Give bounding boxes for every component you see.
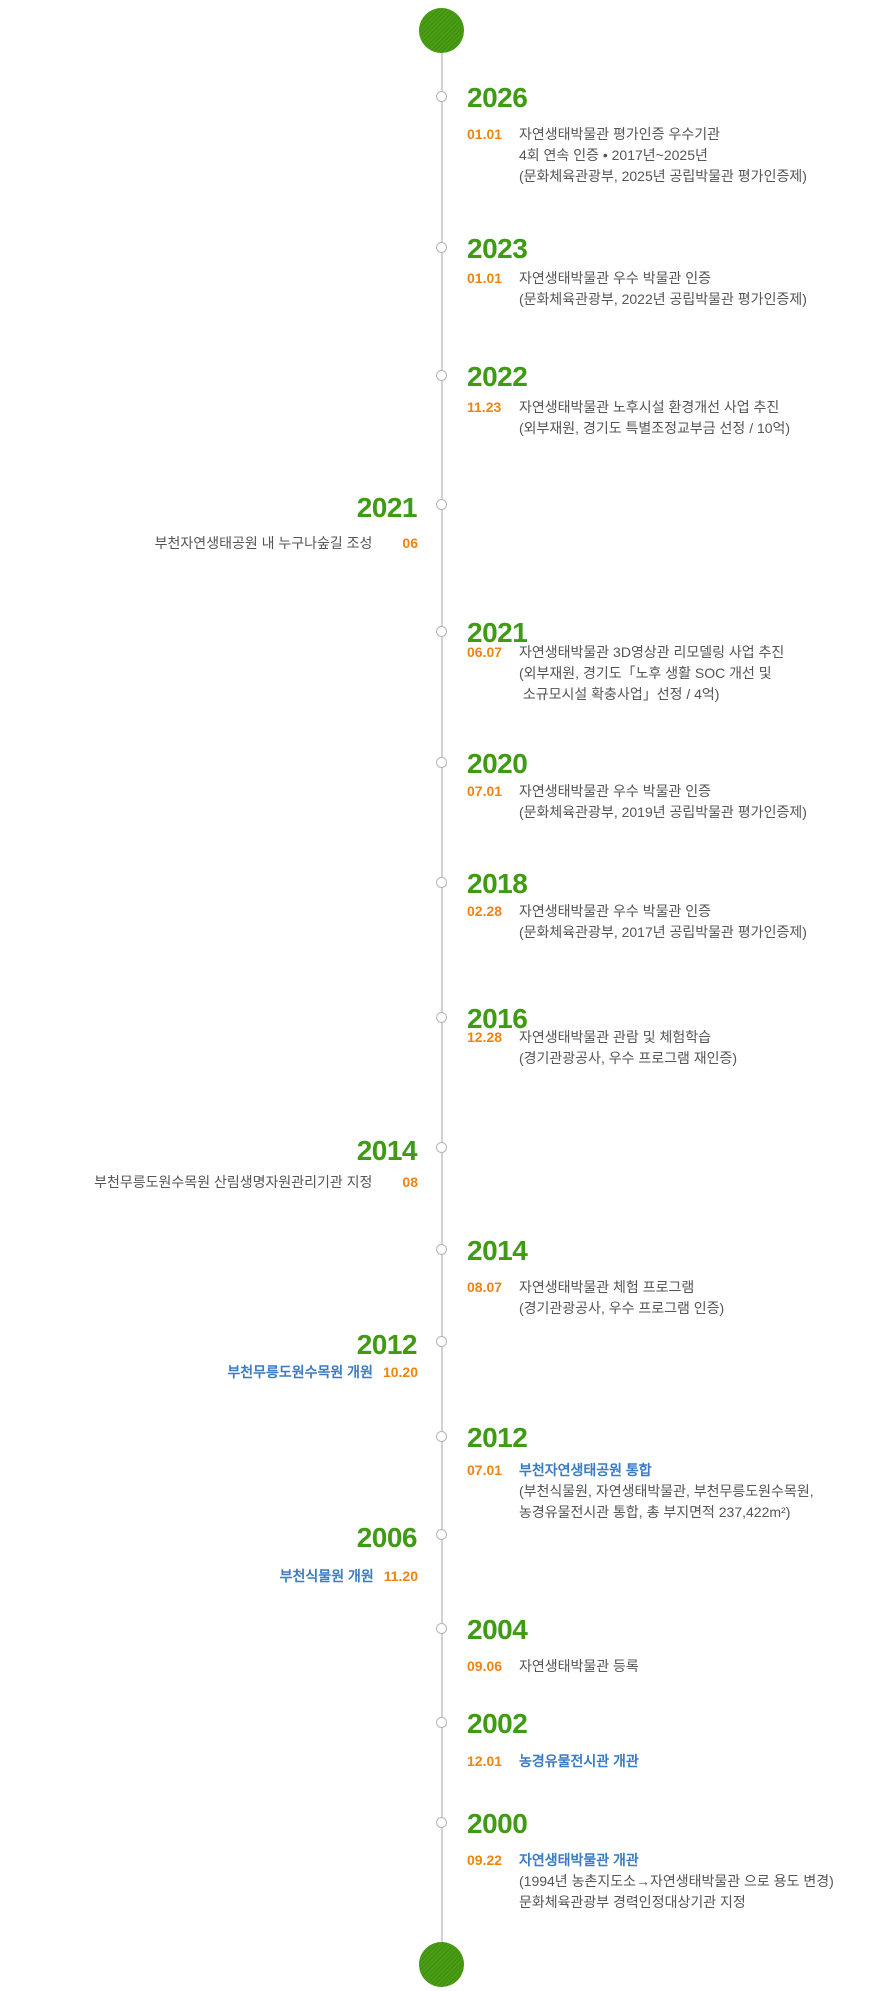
year-label: 2004: [467, 1614, 528, 1645]
timeline-node-icon: [436, 1817, 447, 1828]
timeline-node-icon: [436, 370, 447, 381]
timeline-entry: 11.23 자연생태박물관 노후시설 환경개선 사업 추진 (외부재원, 경기도…: [467, 397, 790, 439]
entry-date: 08: [402, 1174, 418, 1190]
timeline-entry: 08.07 자연생태박물관 체험 프로그램 (경기관광공사, 우수 프로그램 인…: [467, 1277, 724, 1319]
year-label: 2026: [467, 82, 528, 113]
entry-text: 자연생태박물관 노후시설 환경개선 사업 추진 (외부재원, 경기도 특별조정교…: [519, 399, 791, 436]
entry-date: 10.20: [382, 1364, 418, 1380]
timeline-node-icon: [436, 1336, 447, 1347]
timeline-entry: 07.01 부천자연생태공원 통합 (부천식물원, 자연생태박물관, 부천무릉도…: [467, 1460, 814, 1523]
year-label: 2021: [467, 617, 528, 648]
timeline-node-icon: [436, 242, 447, 253]
timeline-entry-left: 부천무릉도원수목원 산림생명자원관리기관 지정 08: [94, 1172, 418, 1193]
year-label: 2018: [467, 868, 528, 899]
entry-date: 06.07: [467, 644, 503, 660]
entry-text: 자연생태박물관 우수 박물관 인증 (문화체육관광부, 2017년 공립박물관 …: [519, 903, 807, 940]
timeline-entry-left: 부천자연생태공원 내 누구나숲길 조성 06: [155, 533, 418, 554]
timeline-node-icon: [436, 757, 447, 768]
year-label: 2014: [467, 1235, 528, 1266]
timeline-node-icon: [436, 499, 447, 510]
timeline-entry: 02.28 자연생태박물관 우수 박물관 인증 (문화체육관광부, 2017년 …: [467, 901, 807, 943]
entry-date: 09.22: [467, 1852, 503, 1868]
entry-text: 자연생태박물관 우수 박물관 인증 (문화체육관광부, 2019년 공립박물관 …: [519, 783, 807, 820]
timeline-entry: 01.01 자연생태박물관 평가인증 우수기관 4회 연속 인증 • 2017년…: [467, 124, 807, 187]
year-label: 2002: [467, 1708, 528, 1739]
timeline-end-dot-icon: [419, 1942, 464, 1987]
timeline-entry: 01.01 자연생태박물관 우수 박물관 인증 (문화체육관광부, 2022년 …: [467, 268, 807, 310]
entry-date: 11.20: [383, 1568, 418, 1584]
year-label: 2014: [356, 1135, 418, 1166]
entry-date: 02.28: [467, 903, 503, 919]
entry-date: 12.01: [467, 1753, 503, 1769]
timeline-start-dot-icon: [419, 8, 464, 53]
year-label: 2012: [356, 1329, 418, 1360]
entry-text: 부천자연생태공원 내 누구나숲길 조성: [154, 535, 373, 551]
entry-text: 부천무릉도원수목원 산림생명자원관리기관 지정: [94, 1174, 373, 1190]
entry-text: 부천자연생태공원 통합 (부천식물원, 자연생태박물관, 부천무릉도원수목원, …: [519, 1462, 814, 1520]
entry-text: 자연생태박물관 우수 박물관 인증 (문화체육관광부, 2022년 공립박물관 …: [519, 270, 807, 307]
entry-text: 부천식물원 개원: [279, 1568, 374, 1584]
timeline-node-icon: [436, 877, 447, 888]
entry-date: 07.01: [467, 1462, 503, 1478]
timeline-entry: 12.28 자연생태박물관 관람 및 체험학습 (경기관광공사, 우수 프로그램…: [467, 1027, 737, 1069]
timeline-entry: 12.01 농경유물전시관 개관: [467, 1751, 639, 1772]
entry-text: 자연생태박물관 관람 및 체험학습 (경기관광공사, 우수 프로그램 재인증): [519, 1029, 738, 1066]
timeline-node-icon: [436, 91, 447, 102]
entry-text: 자연생태박물관 평가인증 우수기관 4회 연속 인증 • 2017년~2025년…: [519, 126, 807, 184]
entry-text: 농경유물전시관 개관: [519, 1753, 639, 1769]
timeline-entry: 07.01 자연생태박물관 우수 박물관 인증 (문화체육관광부, 2019년 …: [467, 781, 807, 823]
entry-text: 자연생태박물관 개관 (1994년 농촌지도소→자연생태박물관 으로 용도 변경…: [519, 1852, 834, 1910]
entry-date: 07.01: [467, 783, 503, 799]
timeline-node-icon: [436, 1244, 447, 1255]
timeline-node-icon: [436, 1529, 447, 1540]
entry-date: 01.01: [467, 270, 503, 286]
year-label: 2023: [467, 233, 528, 264]
year-label: 2022: [467, 361, 528, 392]
entry-date: 06: [402, 535, 418, 551]
year-label: 2000: [467, 1808, 528, 1839]
year-label: 2021: [356, 492, 418, 523]
year-label: 2016: [467, 1003, 528, 1034]
timeline-entry-left: 부천식물원 개원 11.20: [280, 1566, 418, 1587]
timeline-node-icon: [436, 1142, 447, 1153]
year-label: 2020: [467, 748, 528, 779]
entry-date: 12.28: [467, 1029, 503, 1045]
entry-date: 11.23: [467, 399, 502, 415]
entry-text: 자연생태박물관 등록: [519, 1658, 639, 1674]
timeline-entry-left: 부천무릉도원수목원 개원 10.20: [227, 1362, 418, 1383]
entry-text: 부천무릉도원수목원 개원: [227, 1364, 373, 1380]
entry-text: 자연생태박물관 체험 프로그램 (경기관광공사, 우수 프로그램 인증): [519, 1279, 725, 1316]
timeline-entry: 09.06 자연생태박물관 등록: [467, 1656, 639, 1677]
entry-date: 08.07: [467, 1279, 503, 1295]
timeline-node-icon: [436, 1717, 447, 1728]
timeline-node-icon: [436, 1431, 447, 1442]
entry-date: 01.01: [467, 126, 503, 142]
timeline-node-icon: [436, 1623, 447, 1634]
timeline-node-icon: [436, 1012, 447, 1023]
timeline-entry: 06.07 자연생태박물관 3D영상관 리모델링 사업 추진 (외부재원, 경기…: [467, 642, 784, 705]
year-label: 2006: [356, 1522, 418, 1553]
timeline-node-icon: [436, 626, 447, 637]
year-label: 2012: [467, 1422, 528, 1453]
entry-date: 09.06: [467, 1658, 503, 1674]
timeline-entry: 09.22 자연생태박물관 개관 (1994년 농촌지도소→자연생태박물관 으로…: [467, 1850, 834, 1913]
entry-text: 자연생태박물관 3D영상관 리모델링 사업 추진 (외부재원, 경기도「노후 생…: [519, 644, 785, 702]
timeline-line: [441, 30, 443, 1965]
